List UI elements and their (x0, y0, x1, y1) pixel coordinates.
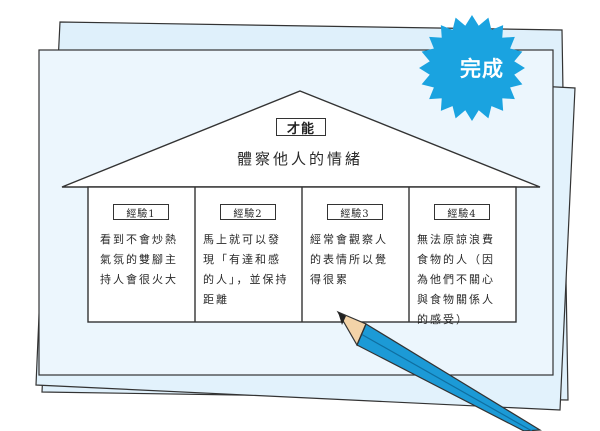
column-text-1: 看到不會炒熱氣氛的雙腳主持人會很火大 (100, 233, 178, 286)
column-text-3: 經常會觀察人的表情所以覺得很累 (310, 233, 388, 286)
column-text-4: 無法原諒浪費食物的人（因為他們不關心與食物關係人的感受） (417, 233, 495, 326)
badge-label: 完成 (460, 57, 504, 81)
starburst-badge (419, 15, 525, 121)
page-subtitle: 體察他人的情緒 (236, 150, 363, 168)
column-label-4: 經驗4 (434, 204, 490, 220)
page-title: 才能 (276, 118, 326, 137)
column-label-2: 經驗2 (220, 204, 276, 220)
column-label-1: 經驗1 (113, 204, 169, 220)
column-text-2: 馬上就可以發現「有達和感的人」，並保持距離 (203, 233, 289, 306)
column-label-3: 經驗3 (327, 204, 383, 220)
pencil-icon (336, 310, 542, 431)
